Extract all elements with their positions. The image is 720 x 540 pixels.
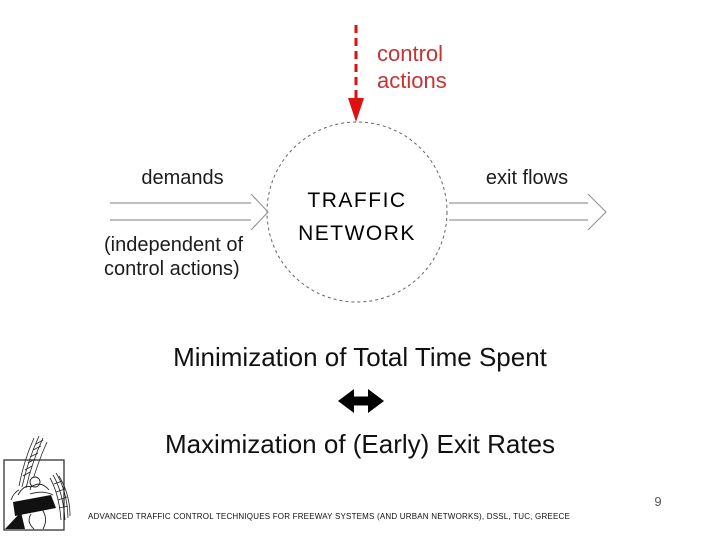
control-actions-label: control actions — [377, 41, 447, 93]
page-number: 9 — [654, 494, 662, 509]
footer-credit-text: ADVANCED TRAFFIC CONTROL TECHNIQUES FOR … — [88, 512, 571, 521]
statement-maximization: Maximization of (Early) Exit Rates — [164, 429, 556, 459]
dashed-circle-icon — [266, 121, 448, 303]
statement-minimization: Minimization of Total Time Spent — [173, 342, 547, 372]
equivalence-arrow-icon — [337, 388, 385, 414]
demands-independence-note: (independent of control actions) — [104, 234, 244, 280]
demands-arrow-icon — [110, 193, 269, 231]
control-actions-arrow-icon — [348, 25, 364, 122]
winged-figure-logo-icon — [1, 432, 73, 536]
exit-flows-label: exit flows — [485, 167, 569, 189]
traffic-network-line1: TRAFFIC — [307, 189, 407, 212]
traffic-network-line2: NETWORK — [298, 222, 416, 245]
traffic-network-label: TRAFFIC NETWORK — [257, 184, 457, 250]
demands-label: demands — [141, 167, 224, 189]
exit-flows-arrow-icon — [449, 193, 607, 231]
